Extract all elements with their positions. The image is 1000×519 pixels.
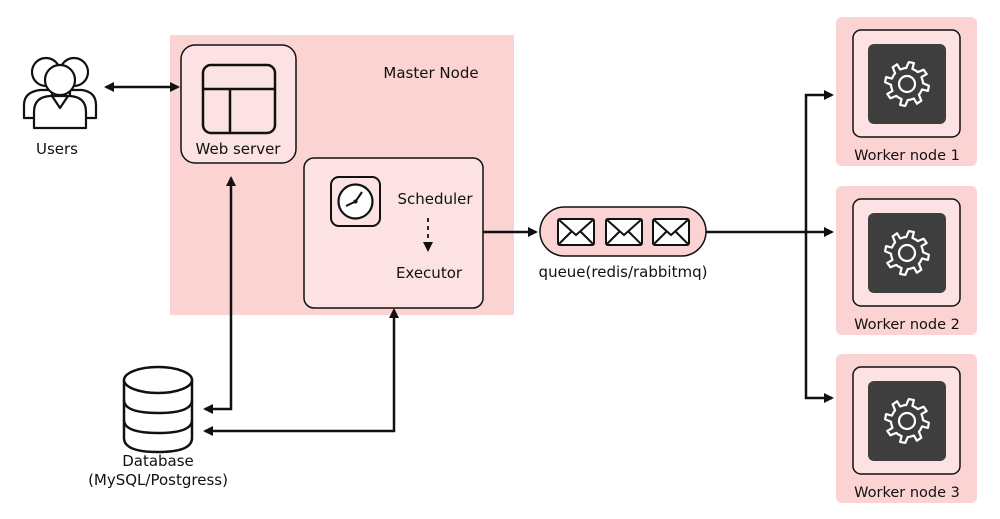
web-server-label: Web server <box>196 140 282 158</box>
scheduler-label: Scheduler <box>397 190 473 208</box>
executor-database-arrow <box>203 308 399 436</box>
users-label: Users <box>36 140 78 158</box>
queue-worker3-arrow <box>804 232 834 403</box>
gear-icon <box>868 381 946 461</box>
worker-node-label: Worker node 3 <box>854 485 960 501</box>
worker-node-1[interactable]: Worker node 1 <box>836 17 977 166</box>
worker-node-label: Worker node 1 <box>854 148 960 164</box>
clock-icon <box>330 176 381 227</box>
queue-label: queue(redis/rabbitmq) <box>539 263 708 281</box>
web-layout-icon <box>201 63 277 135</box>
envelope-icon <box>605 218 643 246</box>
master-node-title: Master Node <box>383 64 478 82</box>
database-label-line1: Database <box>122 452 194 470</box>
worker-node-3[interactable]: Worker node 3 <box>836 354 977 503</box>
database-label-line2: (MySQL/Postgress) <box>88 471 228 489</box>
gear-icon <box>868 44 946 124</box>
executor-label: Executor <box>396 264 463 282</box>
envelope-icon <box>557 218 595 246</box>
database-icon <box>122 365 194 454</box>
queue-worker1-arrow <box>804 90 834 232</box>
gear-icon <box>868 213 946 293</box>
worker-node-2[interactable]: Worker node 2 <box>836 186 977 335</box>
worker-node-label: Worker node 2 <box>854 317 960 333</box>
envelope-icon <box>652 218 690 246</box>
scheduler-executor-box[interactable] <box>303 157 484 309</box>
users-icon <box>22 56 98 130</box>
